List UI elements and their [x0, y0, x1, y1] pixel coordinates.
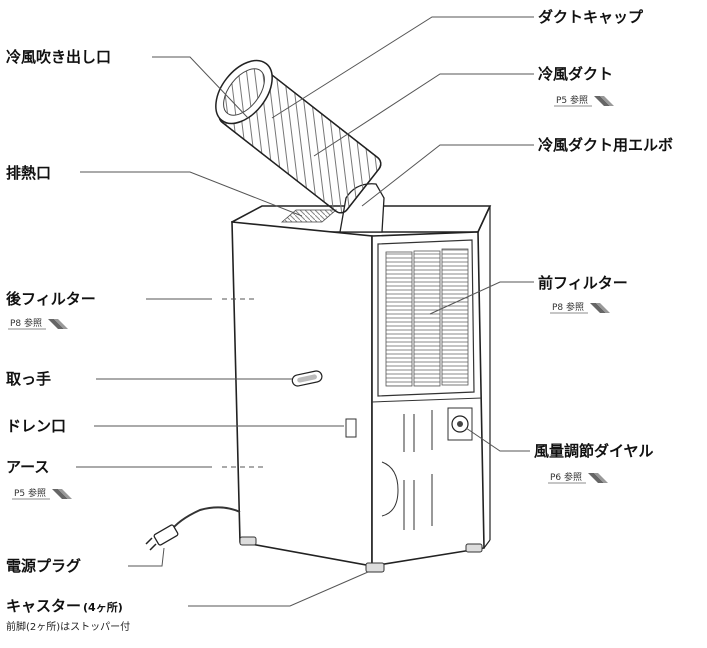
- power-plug-shape: [153, 524, 179, 546]
- labels: 冷風吹き出し口 ダクトキャップ 冷風ダクト P5 参照 冷風ダクト用エルボ 排熱…: [5, 8, 673, 633]
- ref-front-filter: P8 参照: [552, 301, 584, 313]
- filter-panel-2: [413, 250, 441, 387]
- label-caster-name: キャスター: [6, 597, 81, 615]
- caster-front-right: [465, 543, 483, 553]
- label-cold-air-outlet: 冷風吹き出し口: [6, 48, 111, 66]
- power-cord: [169, 506, 241, 533]
- drain-port-shape: [345, 418, 357, 438]
- unit-side: [231, 221, 373, 567]
- ref-airflow-dial: P6 参照: [550, 471, 582, 483]
- label-duct-elbow: 冷風ダクト用エルボ: [538, 136, 673, 154]
- label-handle: 取っ手: [6, 370, 51, 388]
- label-exhaust-port: 排熱口: [6, 164, 51, 182]
- spot-cooler-illustration: [145, 59, 492, 573]
- caster-rear-left: [239, 536, 257, 546]
- ref-rear-filter: P8 参照: [10, 317, 42, 329]
- airflow-dial-center: [457, 421, 463, 427]
- label-caster-note: 前脚(2ヶ所)はストッパー付: [6, 620, 130, 633]
- label-power-plug: 電源プラグ: [6, 557, 81, 575]
- caster-front-left: [365, 562, 385, 573]
- filter-panel-1: [385, 251, 413, 387]
- label-drain-port: ドレン口: [6, 417, 66, 435]
- reference-marks: [8, 96, 614, 500]
- handle-grip: [297, 374, 317, 383]
- label-rear-filter: 後フィルター: [5, 290, 96, 308]
- ref-cold-air-duct: P5 参照: [556, 94, 588, 106]
- label-front-filter: 前フィルター: [538, 274, 628, 292]
- label-caster: キャスター(4ヶ所): [6, 597, 123, 615]
- leader-lines: [76, 16, 534, 607]
- label-cold-air-duct: 冷風ダクト: [538, 65, 613, 83]
- ref-earth: P5 参照: [14, 487, 46, 499]
- label-earth: アース: [6, 458, 49, 476]
- label-caster-count: (4ヶ所): [83, 600, 123, 614]
- label-duct-cap: ダクトキャップ: [538, 8, 644, 26]
- label-airflow-dial: 風量調節ダイヤル: [534, 442, 654, 460]
- filter-panel-3: [441, 248, 469, 386]
